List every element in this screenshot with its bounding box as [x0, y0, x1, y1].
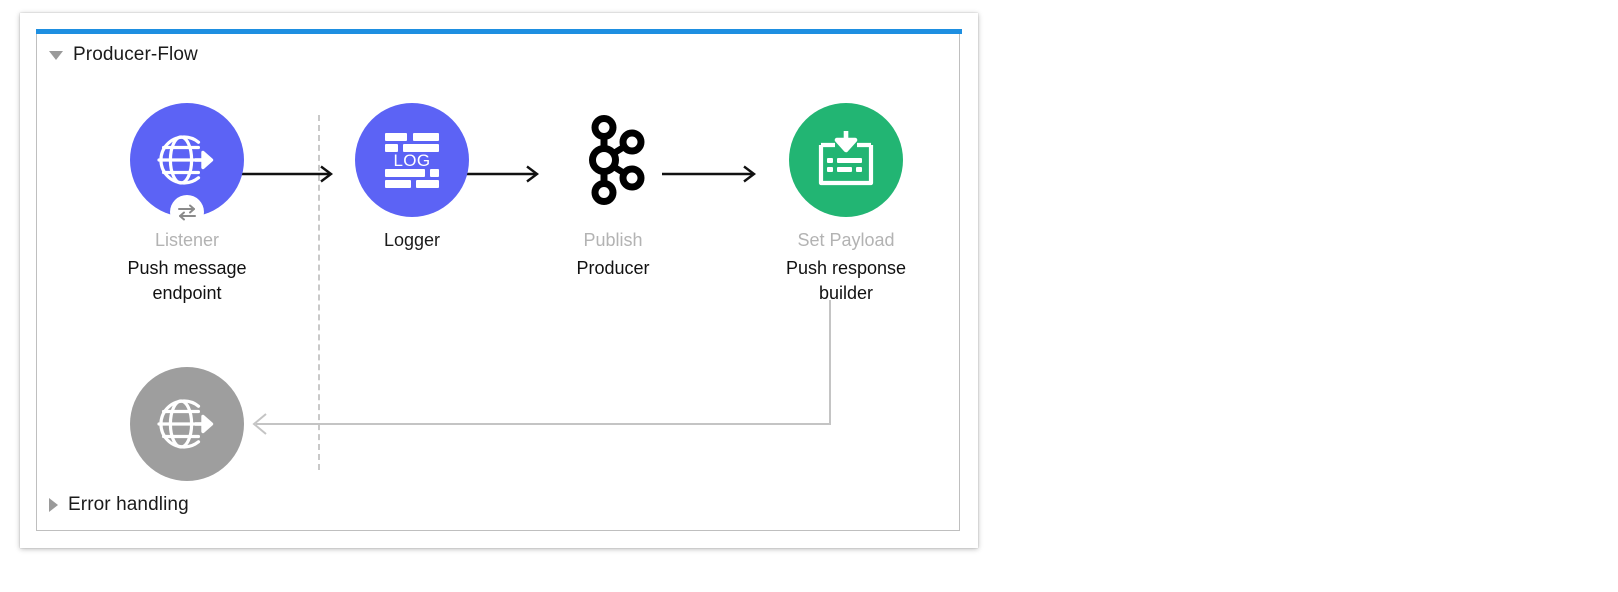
error-handling-title: Error handling [68, 494, 189, 515]
node-logger-type: Logger [383, 230, 441, 250]
node-publish[interactable]: Publish Producer [518, 103, 708, 281]
node-logger[interactable]: LOG Logger [317, 103, 507, 251]
editor-panel: Producer-Flow [20, 13, 978, 548]
kafka-icon [580, 115, 646, 205]
globe-arrow-icon [154, 129, 220, 191]
node-listener[interactable]: Listener Push message endpoint [92, 103, 282, 306]
triangle-right-icon[interactable] [49, 498, 58, 512]
node-publish-icon-wrap[interactable] [556, 103, 670, 217]
connector-listener-to-logger [239, 164, 341, 184]
source-process-divider [318, 115, 320, 470]
flow-header[interactable]: Producer-Flow [37, 35, 198, 75]
node-listener-name: Push message endpoint [127, 258, 247, 303]
node-set-payload-type: Set Payload [797, 230, 895, 250]
triangle-down-icon[interactable] [49, 50, 63, 60]
producer-flow-container[interactable]: Producer-Flow [36, 29, 962, 532]
node-publish-name: Producer [576, 258, 650, 278]
connector-logger-to-publish [465, 164, 547, 184]
error-handling-header[interactable]: Error handling [37, 486, 189, 524]
node-listener-circle[interactable] [130, 103, 244, 229]
exchange-arrows-icon [170, 195, 204, 229]
flow-accent-bar [36, 29, 962, 34]
node-listener-type: Listener [154, 230, 220, 250]
connector-publish-to-set-payload [662, 164, 764, 184]
svg-text:LOG: LOG [393, 151, 430, 170]
node-publish-type: Publish [583, 230, 643, 250]
node-set-payload-name: Push response builder [785, 258, 907, 303]
flow-title: Producer-Flow [73, 44, 198, 65]
flow-canvas: Listener Push message endpoint [37, 30, 961, 532]
connector-set-payload-to-response [242, 300, 842, 445]
node-set-payload[interactable]: Set Payload Push response builder [751, 103, 941, 306]
log-document-icon: LOG [381, 131, 443, 189]
node-response-circle[interactable] [130, 367, 244, 481]
node-logger-circle[interactable]: LOG [355, 103, 469, 217]
node-set-payload-circle[interactable] [789, 103, 903, 217]
globe-arrow-icon [154, 393, 220, 455]
node-response[interactable] [92, 367, 282, 481]
set-payload-icon [816, 131, 876, 189]
